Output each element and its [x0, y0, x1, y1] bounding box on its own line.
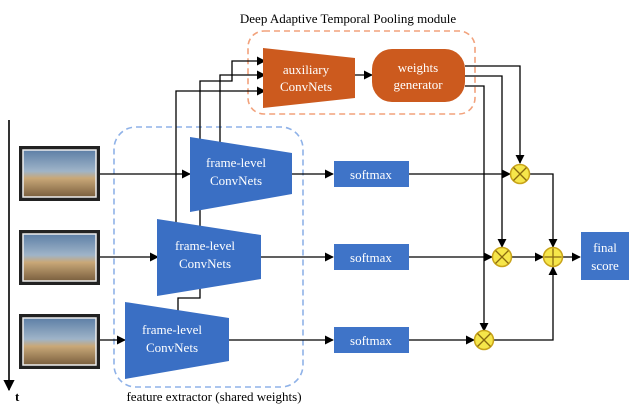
feature-extractor-label: feature extractor (shared weights)	[126, 389, 301, 404]
sum-operator	[542, 246, 564, 268]
weights-generator-block: weights generator	[372, 49, 465, 102]
final-score-line1: final	[593, 240, 617, 255]
softmax-3-label: softmax	[350, 333, 392, 348]
frame-convnets-1-line1: frame-level	[206, 155, 266, 170]
auxiliary-convnets-block: auxiliary ConvNets	[263, 48, 355, 108]
softmax-2-label: softmax	[350, 250, 392, 265]
video-frame-1	[19, 146, 100, 201]
feature-extractor-box	[113, 126, 304, 388]
final-score-line2: score	[591, 258, 619, 273]
frame-convnets-3-line2: ConvNets	[146, 340, 198, 355]
multiply-operator-1	[509, 163, 531, 185]
auxiliary-convnets-line1: auxiliary	[283, 62, 330, 77]
softmax-1-label: softmax	[350, 167, 392, 182]
frame-convnets-block-1: frame-level ConvNets	[190, 137, 292, 212]
frame-convnets-block-3: frame-level ConvNets	[125, 302, 229, 379]
video-frame-2	[19, 230, 100, 285]
time-axis-label: t	[15, 389, 20, 404]
frame-convnets-2-line2: ConvNets	[179, 256, 231, 271]
frame-convnets-block-2: frame-level ConvNets	[157, 219, 261, 296]
weights-generator-line1: weights	[398, 60, 438, 75]
temporal-pooling-module-box	[247, 30, 476, 115]
video-frame-3	[19, 314, 100, 369]
frame-convnets-2-line1: frame-level	[175, 238, 235, 253]
softmax-block-1: softmax	[334, 161, 409, 187]
multiply-operator-2	[491, 246, 513, 268]
multiply-operator-3	[473, 329, 495, 351]
frame-convnets-3-line1: frame-level	[142, 322, 202, 337]
weights-generator-line2: generator	[393, 77, 443, 92]
softmax-block-3: softmax	[334, 327, 409, 353]
softmax-block-2: softmax	[334, 244, 409, 270]
frame-convnets-1-line2: ConvNets	[210, 173, 262, 188]
final-score-block: final score	[581, 232, 629, 280]
auxiliary-convnets-line2: ConvNets	[280, 79, 332, 94]
module-title: Deep Adaptive Temporal Pooling module	[240, 11, 456, 26]
